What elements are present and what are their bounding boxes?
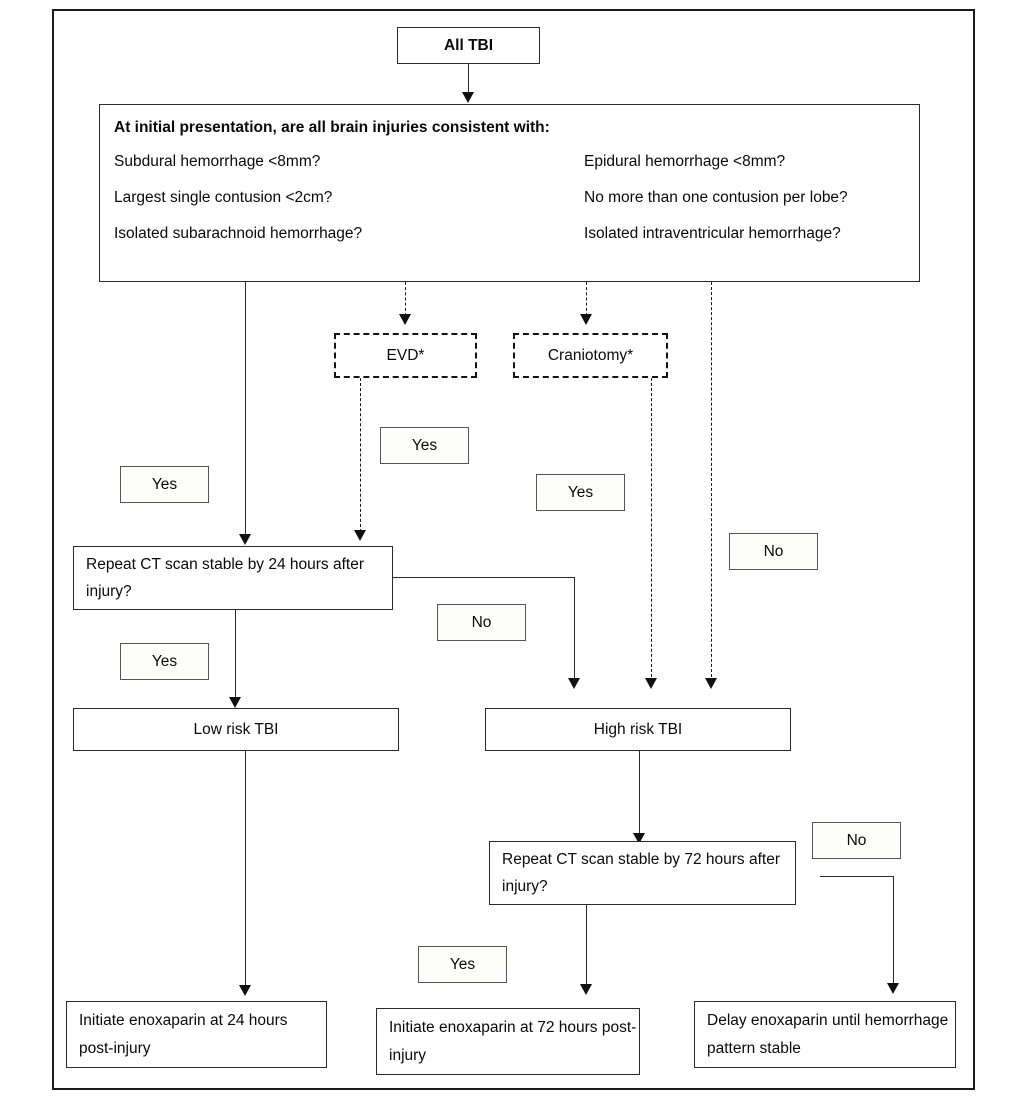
edge-low-risk-to-enox24 [245, 751, 246, 988]
edge-ct24-no-vertical [574, 577, 575, 682]
edge-ct72-yes-to-enox72 [586, 905, 587, 987]
edge-label-yes-ct24-text: Yes [151, 652, 178, 670]
edge-evd-to-ct24 [360, 378, 361, 532]
arrowhead-high-risk-from-craniotomy [645, 678, 657, 689]
node-high-risk-tbi-label: High risk TBI [593, 720, 683, 738]
node-repeat-ct-24h: Repeat CT scan stable by 24 hours after … [73, 546, 393, 610]
criteria-row: Largest single contusion <2cm? No more t… [114, 189, 919, 207]
edge-label-yes-evd: Yes [380, 427, 469, 464]
arrowhead-question-panel [462, 92, 474, 103]
arrowhead-craniotomy [580, 314, 592, 325]
edge-high-risk-to-ct72 [639, 751, 640, 836]
criterion-contusion-per-lobe: No more than one contusion per lobe? [584, 189, 848, 206]
node-evd-label: EVD* [386, 346, 425, 364]
edge-label-no-criteria: No [729, 533, 818, 570]
criterion-subarachnoid: Isolated subarachnoid hemorrhage? [114, 225, 363, 242]
node-initial-presentation-criteria: At initial presentation, are all brain i… [99, 104, 920, 282]
edge-criteria-yes-to-ct24 [245, 282, 246, 537]
criterion-epidural: Epidural hemorrhage <8mm? [584, 153, 786, 170]
node-craniotomy-label: Craniotomy* [547, 346, 634, 364]
edge-label-no-ct72: No [812, 822, 901, 859]
node-craniotomy: Craniotomy* [513, 333, 668, 378]
edge-criteria-to-evd [405, 282, 406, 316]
node-delay-enoxaparin: Delay enoxaparin until hemorrhage patter… [694, 1001, 956, 1068]
arrowhead-enox24 [239, 985, 251, 996]
node-repeat-ct-72h-label: Repeat CT scan stable by 72 hours after … [502, 850, 781, 895]
node-initiate-enoxaparin-24h-label: Initiate enoxaparin at 24 hours post-inj… [79, 1012, 288, 1057]
edge-ct24-yes-to-low-risk [235, 610, 236, 700]
node-repeat-ct-24h-label: Repeat CT scan stable by 24 hours after … [86, 555, 365, 600]
edge-label-yes-ct72-text: Yes [449, 955, 476, 973]
arrowhead-enox72 [580, 984, 592, 995]
node-all-tbi-label: All TBI [443, 36, 494, 54]
edge-label-no-ct24-text: No [471, 613, 492, 631]
node-initiate-enoxaparin-72h-label: Initiate enoxaparin at 72 hours post-inj… [389, 1019, 637, 1064]
node-evd: EVD* [334, 333, 477, 378]
edge-ct24-no-horizontal [393, 577, 574, 578]
arrowhead-high-risk-from-ct24-no [568, 678, 580, 689]
arrowhead-ct24-from-criteria [239, 534, 251, 545]
edge-label-yes-craniotomy-text: Yes [567, 483, 594, 501]
node-initiate-enoxaparin-72h: Initiate enoxaparin at 72 hours post-inj… [376, 1008, 640, 1075]
edge-label-no-ct72-text: No [846, 831, 867, 849]
edge-criteria-to-craniotomy [586, 282, 587, 316]
arrowhead-ct72 [633, 833, 645, 844]
node-low-risk-tbi: Low risk TBI [73, 708, 399, 751]
arrowhead-delay-enoxaparin [887, 983, 899, 994]
arrowhead-low-risk [229, 697, 241, 708]
edge-label-yes-ct72: Yes [418, 946, 507, 983]
criterion-contusion-size: Largest single contusion <2cm? [114, 189, 333, 206]
node-repeat-ct-72h: Repeat CT scan stable by 72 hours after … [489, 841, 796, 905]
edge-criteria-no-to-high-risk [711, 282, 712, 682]
criterion-subdural: Subdural hemorrhage <8mm? [114, 153, 321, 170]
edge-label-yes-ct24: Yes [120, 643, 209, 680]
node-low-risk-tbi-label: Low risk TBI [193, 720, 279, 738]
question-panel-criteria-grid: Subdural hemorrhage <8mm? Epidural hemor… [114, 153, 919, 243]
criterion-intraventricular: Isolated intraventricular hemorrhage? [584, 225, 841, 242]
arrowhead-evd [399, 314, 411, 325]
edge-label-no-ct24: No [437, 604, 526, 641]
arrowhead-high-risk-from-criteria-no [705, 678, 717, 689]
edge-all-tbi-to-question [468, 64, 469, 94]
arrowhead-ct24-from-evd [354, 530, 366, 541]
edge-ct72-no-horizontal [820, 876, 894, 877]
node-delay-enoxaparin-label: Delay enoxaparin until hemorrhage patter… [707, 1012, 949, 1057]
criteria-row: Subdural hemorrhage <8mm? Epidural hemor… [114, 153, 919, 171]
edge-label-no-criteria-text: No [763, 542, 784, 560]
node-high-risk-tbi: High risk TBI [485, 708, 791, 751]
edge-label-yes-criteria-text: Yes [151, 475, 178, 493]
edge-label-yes-criteria: Yes [120, 466, 209, 503]
edge-ct72-no-vertical [893, 876, 894, 986]
diagram-outer-frame [52, 9, 975, 1090]
question-panel-heading: At initial presentation, are all brain i… [114, 119, 550, 136]
edge-label-yes-craniotomy: Yes [536, 474, 625, 511]
node-initiate-enoxaparin-24h: Initiate enoxaparin at 24 hours post-inj… [66, 1001, 327, 1068]
edge-label-yes-evd-text: Yes [411, 436, 438, 454]
node-all-tbi: All TBI [397, 27, 540, 64]
edge-craniotomy-to-high-risk [651, 378, 652, 682]
criteria-row: Isolated subarachnoid hemorrhage? Isolat… [114, 225, 919, 243]
